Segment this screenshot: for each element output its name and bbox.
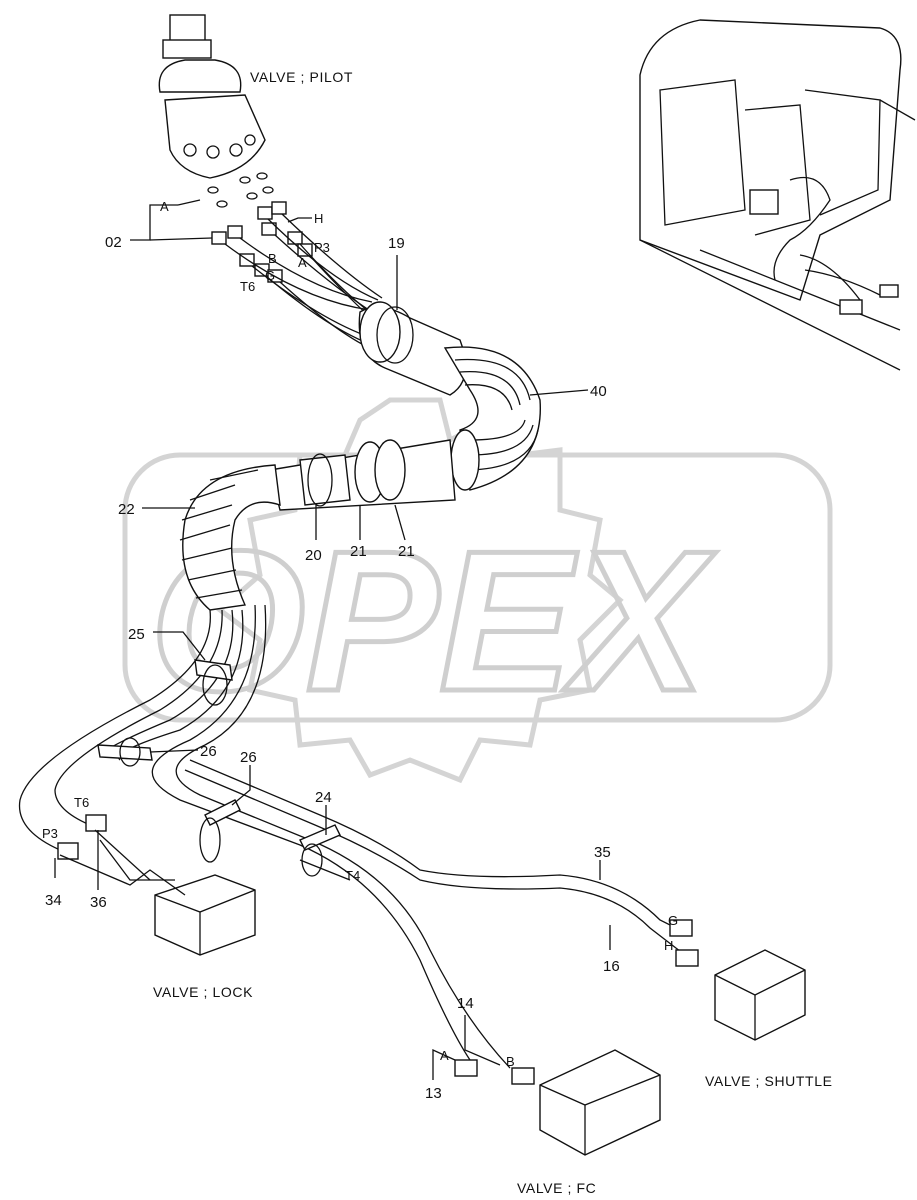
port-a-top: A [160,199,169,214]
part-13: 13 [425,1085,442,1102]
watermark: OPEX [122,397,833,784]
port-h-shuttle: H [664,938,673,953]
part-20: 20 [305,547,322,564]
label-valve-pilot: VALVE ; PILOT [250,69,353,85]
part-22: 22 [118,501,135,518]
spiral-wrap-22 [179,464,281,611]
port-t4: T4 [345,868,360,883]
valve-shuttle-block [714,949,806,1041]
part-21-b: 21 [398,543,415,560]
port-g-shuttle: G [668,913,678,928]
valve-lock-block [59,829,256,956]
part-34: 34 [45,892,62,909]
port-t6-low: T6 [74,795,89,810]
port-h-top: H [314,211,323,226]
part-26-a: 26 [200,743,217,760]
part-19: 19 [388,235,405,252]
corrugated-sleeve-40 [443,346,541,491]
part-40: 40 [590,383,607,400]
part-25: 25 [128,626,145,643]
port-b-top: B [268,251,277,266]
part-16: 16 [603,958,620,975]
part-35: 35 [594,844,611,861]
pilot-fittings [211,201,313,283]
port-p3-top: P3 [314,240,330,255]
pilot-valve [158,14,274,208]
label-valve-lock: VALVE ; LOCK [153,984,253,1000]
port-g-top: G [265,268,275,283]
part-26-b: 26 [240,749,257,766]
port-p3-low: P3 [42,826,58,841]
watermark-gear [216,397,624,784]
port-a2-top: A [298,255,307,270]
watermark-text: OPEX [150,510,716,733]
sleeve-19 [358,301,467,396]
part-21-a: 21 [350,543,367,560]
sleeve-20-21 [269,439,456,511]
port-t6-top: T6 [240,279,255,294]
part-14: 14 [457,995,474,1012]
part-02: 02 [105,234,122,251]
lower-fittings [57,814,699,1085]
clamps [97,659,341,877]
text-labels: VALVE ; PILOT VALVE ; LOCK VALVE ; SHUTT… [42,69,833,1196]
part-36: 36 [90,894,107,911]
leader-lines [54,199,611,1080]
valve-fc-block [539,1049,661,1156]
cab-inset [639,19,916,371]
label-valve-shuttle: VALVE ; SHUTTLE [705,1073,833,1089]
part-24: 24 [315,789,332,806]
port-b-fc: B [506,1054,515,1069]
label-valve-fc: VALVE ; FC [517,1180,596,1196]
port-a-fc: A [440,1048,449,1063]
